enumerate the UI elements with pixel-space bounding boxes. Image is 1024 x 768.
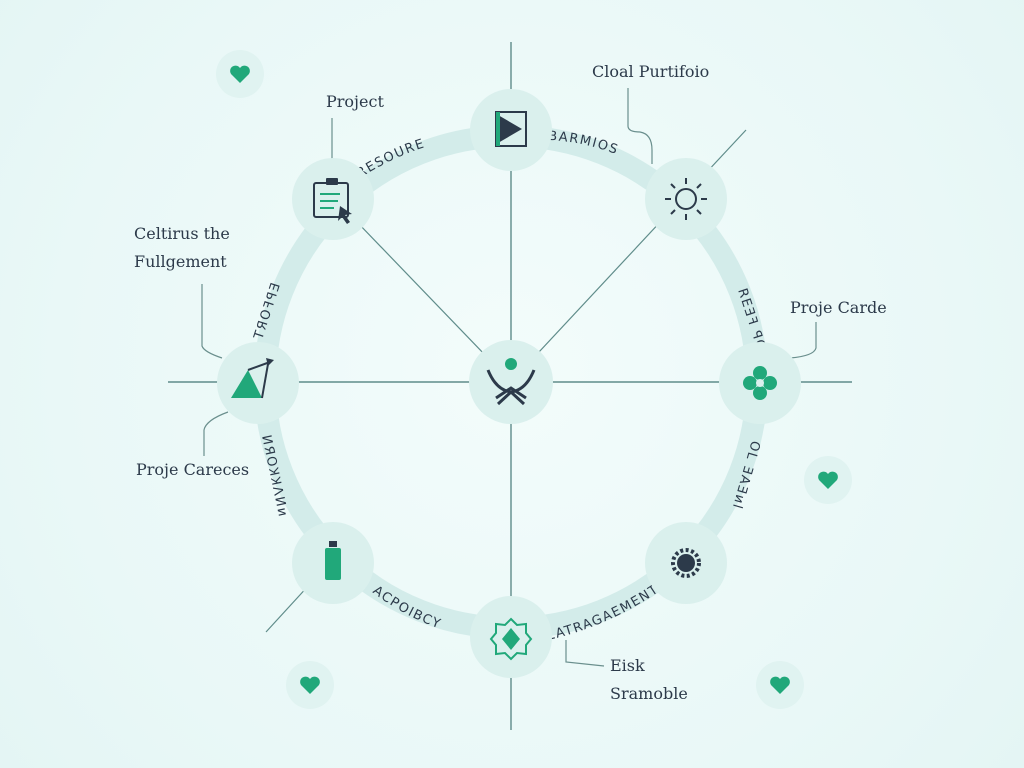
callout-line: Sramoble — [610, 684, 688, 703]
heart-icon — [230, 65, 250, 83]
center-node[interactable] — [469, 340, 553, 424]
callout-line: Celtirus the — [134, 224, 230, 243]
heart-icon — [770, 676, 790, 694]
node-top-left[interactable] — [292, 158, 374, 240]
callout-line: Eisk — [610, 656, 645, 675]
node-bottom-right[interactable] — [645, 522, 727, 604]
callout-leaders — [201, 88, 817, 667]
node-top-right[interactable] — [645, 158, 727, 240]
callout-line: Project — [326, 92, 384, 111]
callout-line: Cloal Purtifoio — [592, 62, 710, 81]
callout-cloal-purtifoio: Cloal Purtifoio — [592, 58, 709, 86]
node-right[interactable] — [719, 342, 801, 424]
person-hands-icon — [486, 358, 536, 406]
callout-line: Fullgement — [134, 252, 227, 271]
callout-proje-careces: Proje Careces — [136, 456, 249, 484]
leader-eisk — [565, 640, 605, 667]
callout-line: Proje Careces — [136, 460, 250, 479]
cylinder-icon — [325, 541, 341, 580]
callout-proje-carde: Proje Carde — [790, 294, 887, 322]
node-left[interactable] — [217, 342, 299, 424]
heart-icon — [300, 676, 320, 694]
clipboard-icon — [313, 178, 352, 224]
badge-icon — [489, 617, 533, 661]
leader-proje-careces — [203, 411, 229, 456]
heart-icon — [818, 471, 838, 489]
decor-heart-top-left — [216, 50, 264, 98]
node-bottom-left[interactable] — [292, 522, 374, 604]
callout-project: Project — [326, 88, 384, 116]
sun-icon — [665, 178, 707, 220]
decor-heart-right — [804, 456, 852, 504]
clover-icon — [743, 366, 777, 400]
play-square-icon — [495, 111, 527, 147]
leader-cloal-purtifoio — [627, 88, 653, 164]
gear-icon — [671, 548, 701, 578]
leader-celtirus — [201, 284, 223, 359]
callout-line: Proje Carde — [790, 298, 887, 317]
callout-celtirus-fullgement: Celtirus the Fullgement — [134, 220, 230, 276]
node-top[interactable] — [470, 89, 552, 171]
callout-eisk-sramoble: Eisk Sramoble — [610, 652, 688, 708]
node-bottom[interactable] — [470, 596, 552, 678]
decor-heart-bottom-right — [756, 661, 804, 709]
decor-heart-bottom-left — [286, 661, 334, 709]
leader-proje-carde — [789, 322, 817, 359]
mountain-chart-icon — [231, 358, 274, 399]
